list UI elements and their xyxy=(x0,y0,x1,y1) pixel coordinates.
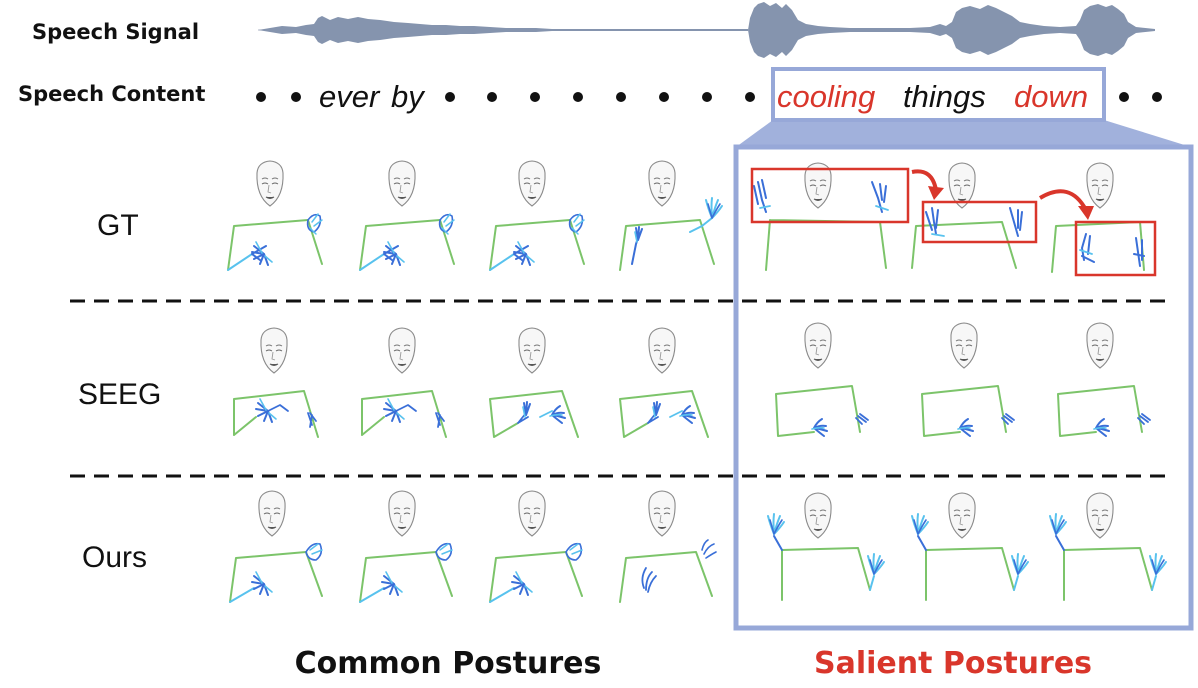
ours-row xyxy=(230,490,1166,603)
ours-pose-4 xyxy=(619,490,717,603)
gt-pose-4 xyxy=(620,160,722,270)
ours-pose-1 xyxy=(230,490,322,602)
ours-salient-pose-2 xyxy=(912,492,1028,600)
ours-pose-3 xyxy=(490,490,582,602)
row-label-seeg: SEEG xyxy=(78,378,161,411)
salient-highlight xyxy=(733,67,1194,631)
ellipsis-dot xyxy=(445,92,455,102)
ellipsis-dot xyxy=(1152,92,1162,102)
ellipsis-dot xyxy=(530,92,540,102)
ellipsis-dot xyxy=(487,92,497,102)
word-by: by xyxy=(391,79,426,114)
gt-pose-1 xyxy=(228,160,322,270)
word-down: down xyxy=(1014,79,1088,114)
seeg-row xyxy=(234,322,1150,437)
seeg-pose-1 xyxy=(234,327,318,437)
ellipsis-dot xyxy=(702,92,712,102)
ellipsis-dot xyxy=(291,92,301,102)
salient-postures-caption: Salient Postures xyxy=(814,646,1092,681)
common-postures-caption: Common Postures xyxy=(295,646,602,681)
seeg-pose-4 xyxy=(620,327,708,437)
gt-pose-2 xyxy=(360,160,454,270)
seeg-salient-pose-3 xyxy=(1058,322,1150,436)
gt-salient-pose-2 xyxy=(911,162,1023,269)
ours-salient-pose-3 xyxy=(1050,492,1166,600)
row-label-ours: Ours xyxy=(82,541,147,574)
ellipsis-dot xyxy=(616,92,626,102)
speech-content-label: Speech Content xyxy=(18,82,205,106)
ellipsis-dot xyxy=(573,92,583,102)
gt-salient-pose-3 xyxy=(1051,162,1145,273)
gt-row xyxy=(228,160,1157,277)
ellipsis-dot xyxy=(256,92,266,102)
ellipsis-dot xyxy=(1119,92,1129,102)
gt-pose-3 xyxy=(490,160,584,270)
seeg-salient-pose-2 xyxy=(922,322,1014,436)
speech-content-row: ever by cooling things down xyxy=(256,79,1162,114)
speech-waveform xyxy=(258,2,1155,58)
salient-hand-markers xyxy=(750,167,1157,277)
row-label-gt: GT xyxy=(97,209,139,242)
seeg-pose-2 xyxy=(362,327,446,437)
ellipsis-dot xyxy=(745,92,755,102)
word-cooling: cooling xyxy=(777,79,875,114)
ours-salient-pose-1 xyxy=(768,492,884,600)
word-ever: ever xyxy=(319,79,381,114)
speech-signal-label: Speech Signal xyxy=(32,20,199,44)
ellipsis-dot xyxy=(659,92,669,102)
gt-salient-pose-1 xyxy=(753,162,889,271)
seeg-pose-3 xyxy=(490,327,578,437)
word-things: things xyxy=(903,79,986,114)
seeg-salient-pose-1 xyxy=(776,322,868,436)
ours-pose-2 xyxy=(360,490,452,602)
